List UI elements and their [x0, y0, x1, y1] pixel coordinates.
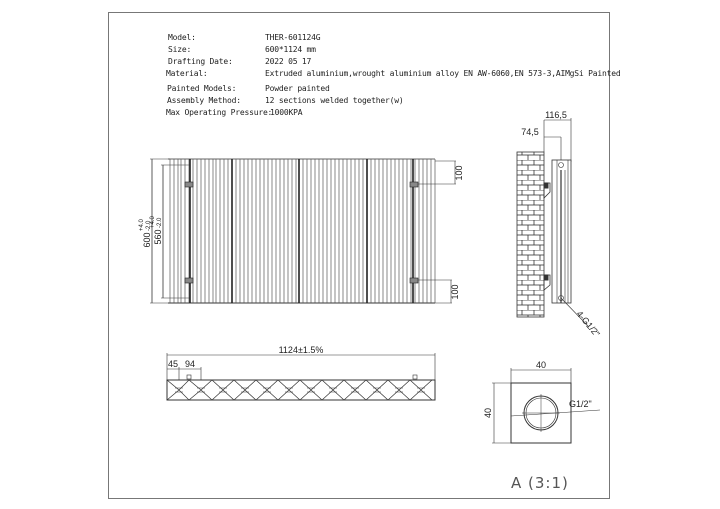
front-view [150, 158, 456, 304]
spec-value-model: THER-601124G [265, 33, 321, 42]
spec-value-material: Extruded aluminium,wrought aluminium all… [265, 69, 621, 78]
dim-height-centers-tol-lower: -2.0 [157, 217, 163, 228]
dim-connection: 4-G1/2" [574, 309, 601, 339]
dim-height-total: 600 [142, 232, 152, 247]
top-view [166, 353, 436, 401]
spec-value-pressure: 1000KPA [270, 108, 303, 117]
spec-value-painted: Powder painted [265, 84, 330, 93]
spec-label-date: Drafting Date: [168, 57, 233, 66]
dim-depth-wall: 74,5 [521, 127, 539, 137]
dim-bracket-bottom: 100 [450, 284, 460, 299]
dim-section-pitch: 94 [185, 359, 195, 369]
spec-label-painted: Painted Models: [167, 84, 237, 93]
detail-scale-label: A (3:1) [511, 474, 569, 492]
detail-view-a [492, 368, 601, 444]
dim-bracket-top: 100 [454, 165, 464, 180]
bracket-top-left [184, 181, 194, 188]
dim-height-total-tol-upper: +4.0 [139, 218, 145, 231]
side-view [516, 118, 589, 327]
spec-label-pressure: Max Operating Pressure: [166, 108, 273, 117]
dim-edge-offset: 45 [168, 359, 178, 369]
wall-brick [516, 151, 545, 318]
dim-detail-width: 40 [536, 360, 546, 370]
spec-value-assembly: 12 sections welded together(w) [265, 96, 404, 105]
spec-label-size: Size: [168, 45, 192, 54]
dim-detail-thread: G1/2" [569, 399, 592, 409]
spec-value-date: 2022 05 17 [265, 57, 312, 66]
dim-height-total-tol-lower: -2.0 [146, 220, 152, 231]
dim-height-centers: 560 [153, 229, 163, 244]
dim-detail-height: 40 [483, 408, 493, 418]
dim-height-centers-tol-upper: +4.0 [150, 215, 156, 228]
spec-label-material: Material: [166, 69, 208, 78]
spec-value-size: 600*1124 mm [265, 45, 316, 54]
dim-width-total: 1124±1.5% [279, 345, 324, 355]
spec-label-model: Model: [168, 33, 196, 42]
dim-depth-total: 116,5 [545, 110, 567, 120]
spec-label-assembly: Assembly Method: [167, 96, 241, 105]
drawing-frame [108, 12, 610, 499]
